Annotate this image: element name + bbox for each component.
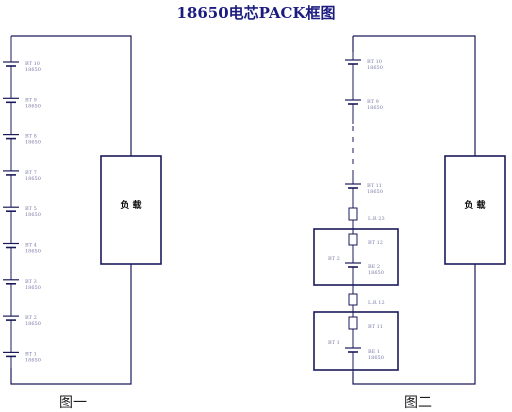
figure-two-group-upper-cell-name: BE 2 (368, 264, 380, 270)
figure-one-cell-name: BT 5 (25, 206, 37, 212)
figure-one-cell-name: BT 7 (25, 170, 37, 176)
figure-two-group-lower-fuse (348, 316, 358, 330)
figure-one-cell-model: 18650 (25, 103, 41, 109)
figure-two-load-box (444, 155, 506, 265)
figure-two-right-top-wire (353, 35, 476, 156)
figure-one-cell-name: BT 10 (25, 61, 40, 67)
figure-one-cell-model: 18650 (25, 212, 41, 218)
figure-one-bottom-wire (10, 264, 132, 385)
figure-two-bottom-wire (352, 264, 476, 385)
figure-one-cell-model: 18650 (25, 67, 41, 73)
figure-one-cell-model: 18650 (25, 285, 41, 291)
figure-one-load-label: 负 载 (120, 199, 141, 211)
figure-one-cell-name: BT 4 (25, 243, 37, 249)
figure-two-group-lower-fuse-label: BT 11 (368, 324, 383, 330)
figure-two-cell-model: 18650 (367, 65, 383, 71)
figure-two-group-upper-fuse (348, 233, 358, 246)
figure-two-cell-name: BT 10 (367, 59, 382, 65)
figure-one-cell-name: BT 1 (25, 351, 37, 357)
figure-one-cell-name: BT 2 (25, 315, 37, 321)
figure-two-fuse-middle-label: L.R 12 (368, 300, 385, 306)
figure-one-cell-name: BT 8 (25, 134, 37, 140)
figure-two-caption: 图二 (404, 395, 432, 411)
figure-two-group-lower-name: BT 1 (328, 340, 340, 346)
figure-two-fuse-top (348, 207, 358, 221)
figure-two-group-lower-cell-model: 18650 (368, 355, 384, 361)
figure-two-group-upper-cell-model: 18650 (368, 270, 384, 276)
figure-one-load-box (100, 155, 162, 265)
figure-one-cell-model: 18650 (25, 176, 41, 182)
figure-two-cell-name: BT 9 (367, 99, 379, 105)
figure-one-cell-name: BT 9 (25, 97, 37, 103)
figure-two-group-lower-cell-name: BE 1 (368, 349, 380, 355)
figure-two-cell-model: 18650 (367, 105, 383, 111)
figure-two-fuse-middle (348, 293, 358, 306)
figure-two-load-label: 负 载 (464, 199, 485, 211)
figure-one-cell-name: BT 3 (25, 279, 37, 285)
figure-one-cell-model: 18650 (25, 321, 41, 327)
figure-one-cell-model: 18650 (25, 249, 41, 255)
figure-two-fuse-top-label: L.R 23 (368, 216, 385, 222)
figure-two-group-upper-name: BT 2 (328, 256, 340, 262)
figure-one-cell-model: 18650 (25, 357, 41, 363)
figure-two-cell-model: 18650 (367, 189, 383, 195)
figure-two-cell-name: BT 11 (367, 183, 382, 189)
figure-one-cell-model: 18650 (25, 140, 41, 146)
diagram-title: 18650电芯PACK框图 (177, 4, 336, 22)
figure-one-caption: 图一 (59, 395, 87, 411)
figure-two-group-upper-fuse-label: BT 12 (368, 240, 383, 246)
figure-one-top-wire (11, 35, 132, 156)
